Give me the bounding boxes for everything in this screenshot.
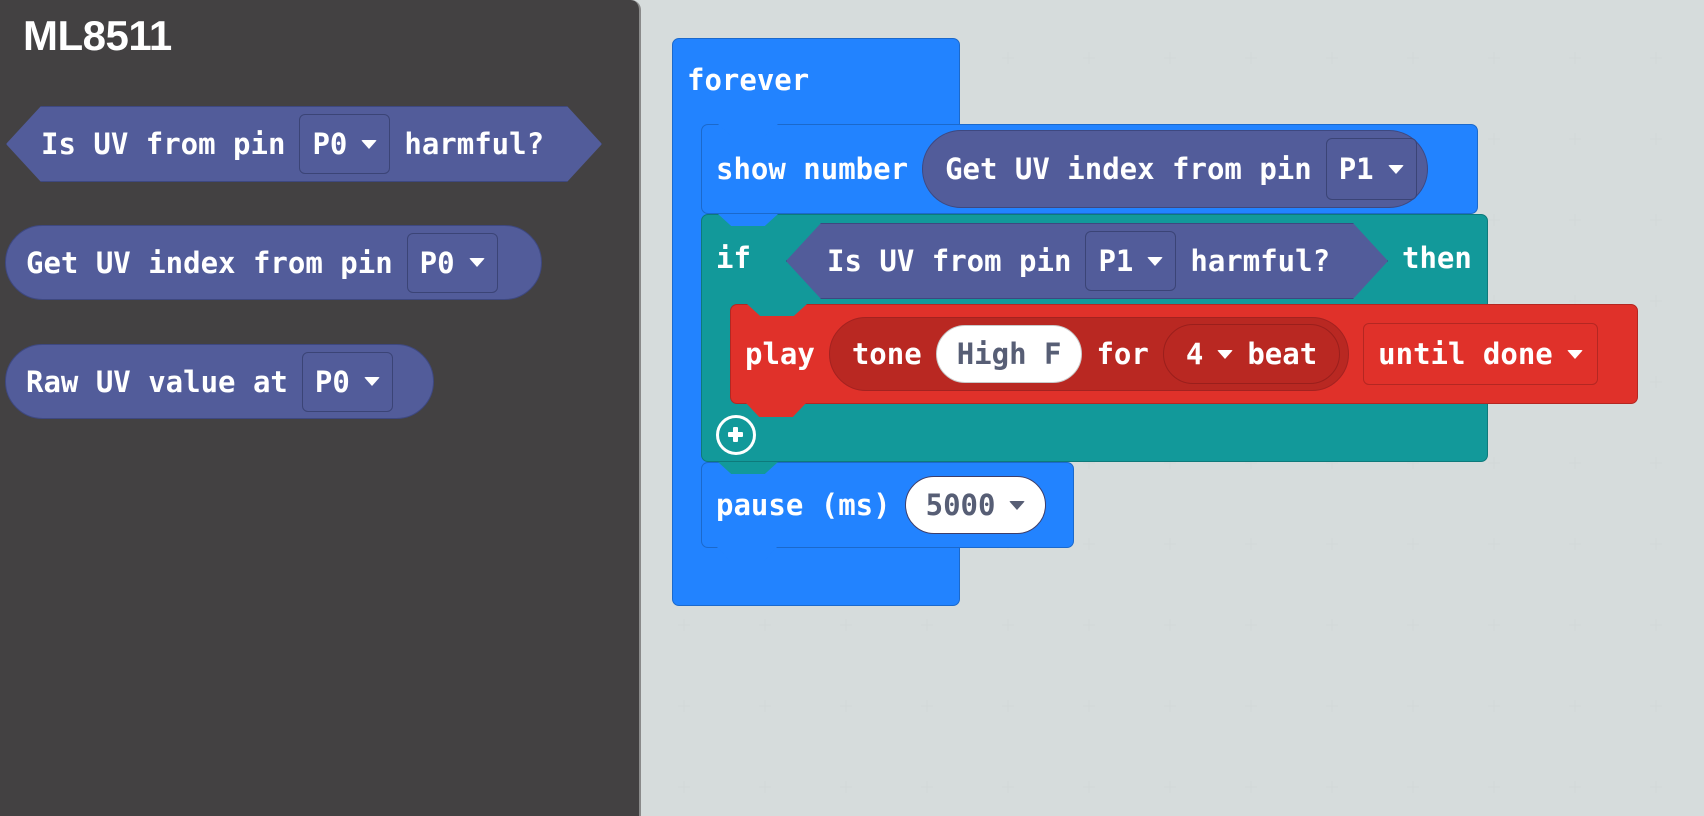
beats-value: 4 <box>1185 337 1204 371</box>
tone-reporter[interactable]: tone High F for 4 beat <box>828 317 1350 391</box>
play-tone-bottom-notch <box>746 403 806 417</box>
note-value: High F <box>956 337 1062 371</box>
plus-circle-icon[interactable] <box>716 415 756 455</box>
toolbox-flyout: ML8511 Is UV from pin P0 harmful? Get UV… <box>0 0 641 816</box>
for-label: for <box>1096 337 1149 371</box>
pin-value: P1 <box>1338 152 1374 186</box>
pause-value-dropdown[interactable]: 5000 <box>904 476 1047 534</box>
chevron-down-icon <box>468 258 485 267</box>
pin-value: P1 <box>1098 244 1134 278</box>
category-title: ML8511 <box>23 12 172 59</box>
condition-prefix: Is UV from pin <box>827 244 1072 278</box>
show-number-label: show number <box>716 152 909 186</box>
pause-value: 5000 <box>925 488 996 522</box>
is-uv-harmful-condition[interactable]: Is UV from pin P1 harmful? <box>786 223 1388 299</box>
pin-value: P0 <box>419 245 455 280</box>
play-mode-value: until done <box>1378 337 1553 371</box>
note-picker[interactable]: High F <box>935 325 1083 383</box>
pause-label: pause (ms) <box>716 488 891 522</box>
pin-dropdown[interactable]: P1 <box>1085 231 1176 291</box>
pin-dropdown[interactable]: P0 <box>301 351 393 412</box>
forever-label: forever <box>687 63 810 97</box>
pin-dropdown[interactable]: P0 <box>299 114 390 174</box>
chevron-down-icon <box>1566 349 1583 359</box>
pause-bottom-notch <box>717 547 777 561</box>
chevron-down-icon <box>1009 500 1026 510</box>
block-prefix: Get UV index from pin <box>26 245 393 280</box>
then-label: then <box>1402 241 1472 275</box>
pin-value: P0 <box>312 127 348 161</box>
condition-suffix: harmful? <box>1190 244 1331 278</box>
chevron-down-icon <box>361 140 377 149</box>
chevron-down-icon <box>363 377 380 386</box>
play-label: play <box>745 337 815 371</box>
pin-dropdown[interactable]: P1 <box>1325 138 1417 200</box>
flyout-block-raw-uv-value[interactable]: Raw UV value at P0 <box>5 344 434 419</box>
pin-value: P0 <box>314 364 350 399</box>
tone-label: tone <box>851 337 922 371</box>
chevron-down-icon <box>1387 164 1404 174</box>
flyout-block-get-uv-index[interactable]: Get UV index from pin P0 <box>5 225 542 300</box>
chevron-down-icon <box>1217 349 1234 359</box>
block-prefix: Raw UV value at <box>26 364 288 399</box>
get-uv-index-label: Get UV index from pin <box>945 152 1312 186</box>
pause-block[interactable]: pause (ms) 5000 <box>701 462 1074 548</box>
flyout-block-is-uv-harmful[interactable]: Is UV from pin P0 harmful? <box>6 106 602 182</box>
chevron-down-icon <box>1147 257 1163 266</box>
block-prefix: Is UV from pin <box>41 127 286 161</box>
get-uv-index-reporter[interactable]: Get UV index from pin P1 <box>922 130 1428 208</box>
pin-dropdown[interactable]: P0 <box>406 232 498 293</box>
beats-dropdown[interactable]: 4 beat <box>1162 324 1341 384</box>
block-suffix: harmful? <box>404 127 545 161</box>
play-tone-block[interactable]: play tone High F for 4 beat until done <box>730 304 1638 404</box>
beat-label: beat <box>1247 337 1318 371</box>
show-number-block[interactable]: show number Get UV index from pin P1 <box>701 124 1478 214</box>
play-mode-dropdown[interactable]: until done <box>1363 323 1598 385</box>
if-label: if <box>716 241 751 275</box>
